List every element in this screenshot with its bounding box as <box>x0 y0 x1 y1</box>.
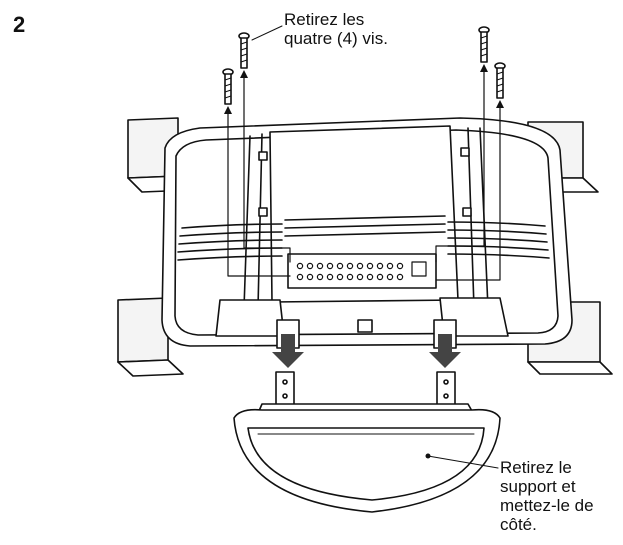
screw-icon <box>238 32 250 69</box>
screw-icon <box>222 68 234 105</box>
callout-line: Retirez les <box>284 10 365 29</box>
callout-line: Retirez le <box>500 458 572 477</box>
callout-leader-screws <box>251 25 283 41</box>
down-arrow-icon <box>272 334 304 368</box>
callout-leader-stand <box>427 455 499 469</box>
down-arrow-icon <box>429 334 461 368</box>
foam-block-bottom-left <box>117 297 184 377</box>
step-number: 2 <box>13 12 26 37</box>
callout-line: mettez-le de <box>500 496 594 515</box>
tv-back-panel <box>161 117 573 349</box>
callout-line: quatre (4) vis. <box>284 29 388 48</box>
callout-remove-stand: Retirez le support et mettez-le de côté. <box>500 458 622 534</box>
stand-base <box>233 371 501 513</box>
screw-icon <box>478 26 490 63</box>
connector-panel <box>287 253 437 289</box>
callout-remove-screws: Retirez les quatre (4) vis. <box>284 10 454 48</box>
callout-line: support et <box>500 477 576 496</box>
removal-guides <box>227 65 501 281</box>
callout-line: côté. <box>500 515 537 534</box>
screw-icon <box>494 62 506 99</box>
